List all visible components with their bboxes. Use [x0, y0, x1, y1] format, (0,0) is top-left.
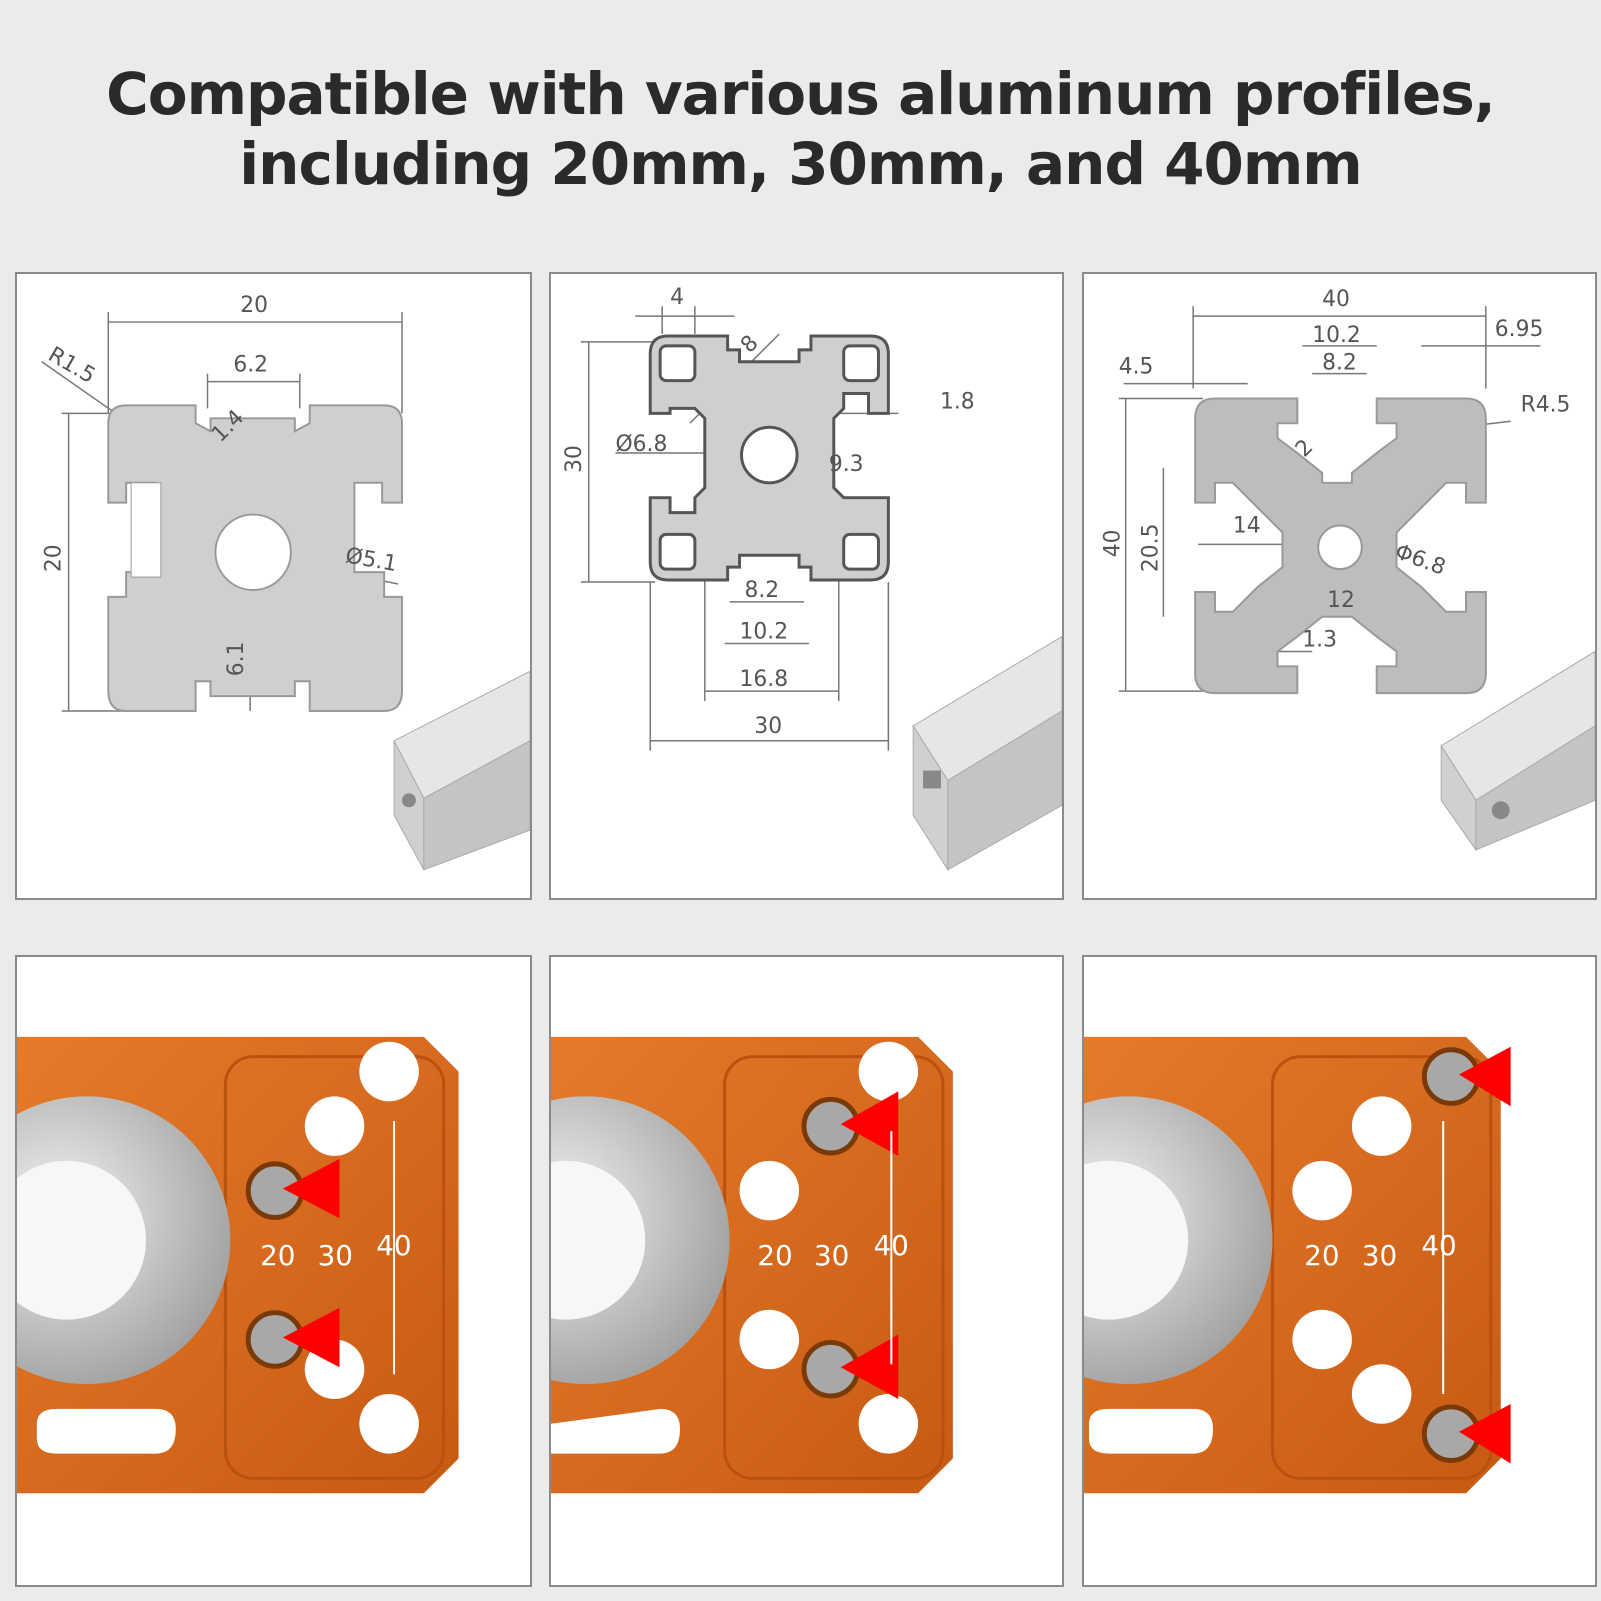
jig-label-30: 30: [814, 1239, 849, 1272]
jig-label-20: 20: [260, 1239, 295, 1272]
jig-label-20: 20: [1304, 1239, 1339, 1272]
dim-40-core: 14: [1233, 513, 1261, 538]
profile-40-drawing: 40 10.2 8.2 6.95 4.5 R4.5 2 14 40 20.5 Φ…: [1101, 287, 1595, 852]
marker-arrow-icon: [840, 1091, 899, 1156]
profile-20-extrusion-render: [393, 670, 530, 871]
jig-30-illustration: 20 30 40: [551, 1036, 953, 1494]
dim-40-s2: 10.2: [1312, 323, 1361, 348]
marker-arrow-icon: [1459, 1403, 1511, 1464]
profile-30-drawing-panel: 4 8 30 Ø6.8 1.8 9.3 8.2 10.2 16.8 30: [549, 272, 1064, 900]
dim-40-width: 40: [1322, 287, 1350, 312]
dim-40-height: 40: [1101, 529, 1126, 557]
jig-40-illustration: 20 30 40: [1084, 1036, 1511, 1494]
dim-30-s1: 8.2: [744, 578, 779, 603]
dim-30-s2: 10.2: [740, 620, 789, 645]
dim-40-thin: 1.3: [1302, 628, 1337, 653]
marker-arrow-icon: [282, 1158, 340, 1219]
dim-30-lip: 1.8: [940, 389, 975, 414]
jig-label-30: 30: [318, 1239, 353, 1272]
headline-line-1: Compatible with various aluminum profile…: [106, 60, 1496, 128]
marker-arrow-icon: [282, 1307, 340, 1368]
dim-40-s1: 8.2: [1322, 351, 1357, 376]
profile-40-extrusion-render: [1440, 650, 1595, 852]
marker-arrow-icon: [1459, 1046, 1511, 1107]
jig-label-40: 40: [873, 1229, 908, 1262]
jig-30-position-panel: 20 30 40: [549, 955, 1064, 1587]
dim-40-lip: 4.5: [1119, 355, 1154, 380]
dim-20-slot: 6.2: [233, 353, 268, 378]
headline-line-2: including 20mm, 30mm, and 40mm: [239, 130, 1362, 198]
dim-20-width: 20: [240, 293, 268, 318]
dim-30-top: 4: [670, 285, 684, 310]
dim-30-height: 30: [562, 445, 587, 473]
dim-20-depth: 6.1: [224, 642, 249, 677]
jig-20-illustration: 20 30 40: [17, 1036, 459, 1494]
jig-20-position-panel: 20 30 40: [15, 955, 532, 1587]
profile-30-extrusion-render: [912, 636, 1062, 872]
jig-40-position-panel: 20 30 40: [1082, 955, 1597, 1587]
dim-20-height: 20: [42, 544, 67, 572]
dim-30-inner: 9.3: [829, 452, 864, 477]
dim-40-edge: 6.95: [1495, 317, 1544, 342]
marker-arrow-icon: [840, 1334, 899, 1399]
profile-20-drawing-panel: 20 6.2 R1.5 1.4 Ø5.1 20 6.1: [15, 272, 532, 900]
dim-30-bore: Ø6.8: [615, 432, 667, 457]
jig-label-30: 30: [1362, 1239, 1397, 1272]
profile-30-drawing: 4 8 30 Ø6.8 1.8 9.3 8.2 10.2 16.8 30: [562, 285, 1062, 872]
jig-label-40: 40: [1421, 1229, 1456, 1262]
dim-30-width: 30: [754, 714, 782, 739]
headline: Compatible with various aluminum profile…: [0, 0, 1601, 258]
dim-40-mid: 20.5: [1138, 524, 1163, 573]
profile-40-drawing-panel: 40 10.2 8.2 6.95 4.5 R4.5 2 14 40 20.5 Φ…: [1082, 272, 1597, 900]
dim-40-inner: 12: [1327, 588, 1355, 613]
dim-30-s3: 16.8: [740, 667, 789, 692]
profile-20-drawing: 20 6.2 R1.5 1.4 Ø5.1 20 6.1: [41, 293, 530, 871]
dim-40-radius: R4.5: [1521, 392, 1571, 417]
jig-label-40: 40: [376, 1229, 411, 1262]
jig-label-20: 20: [757, 1239, 792, 1272]
